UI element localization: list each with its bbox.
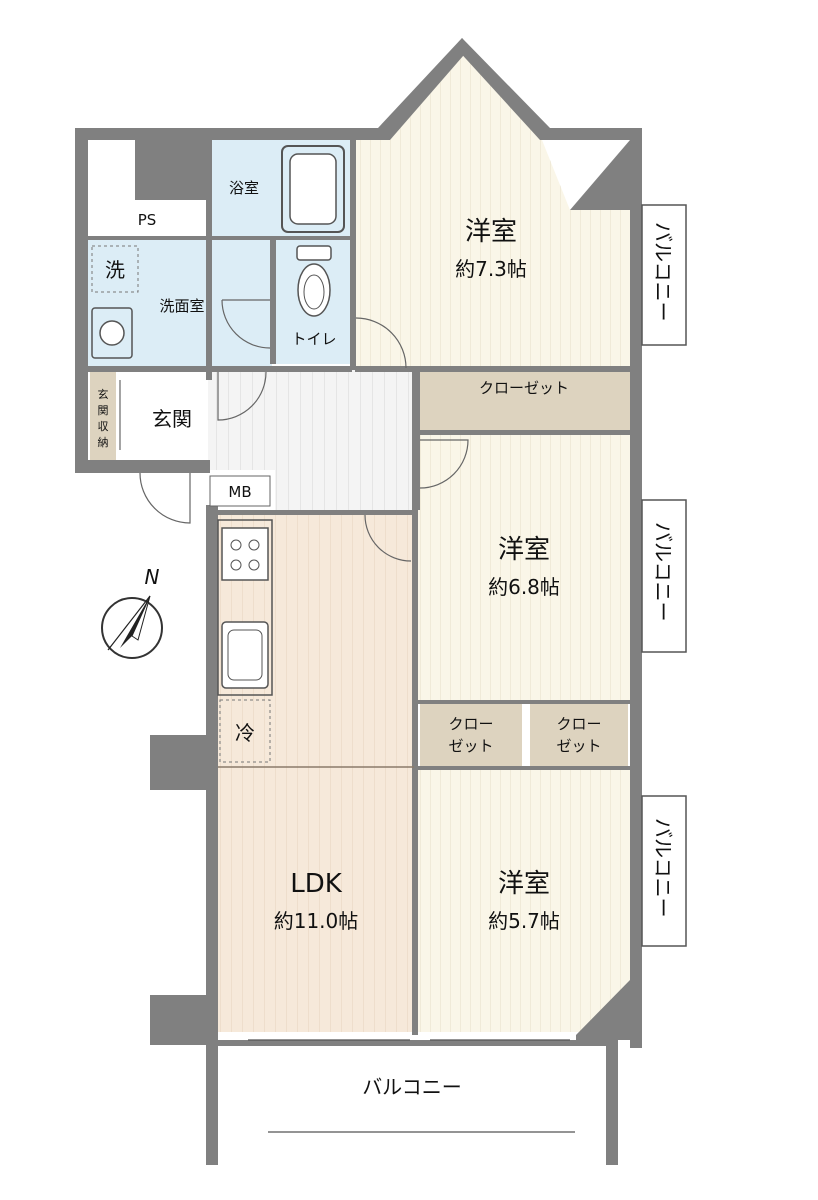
compass-north-label: N (145, 565, 160, 589)
ldk-name: LDK (290, 869, 343, 899)
fridge-space (219, 699, 271, 763)
entrance-floor (118, 372, 206, 460)
ps-label: PS (138, 211, 157, 229)
main-balcony-floor (218, 1045, 606, 1145)
toilet-label: トイレ (291, 330, 336, 348)
shoe-storage-char: 関 (98, 404, 109, 417)
shoe-storage-char: 収 (98, 420, 109, 433)
bathtub (281, 145, 345, 233)
bedroom-2-area: 約6.8帖 (488, 575, 560, 599)
side-balcony-2-label: バルコニー (651, 522, 675, 622)
kitchen-sink (221, 621, 269, 689)
bedroom-2-name: 洋室 (498, 535, 550, 565)
washer-space (91, 245, 139, 293)
washer-label: 洗 (105, 258, 125, 282)
kitchen-counter (217, 519, 273, 696)
ldk-floor (218, 515, 416, 1032)
shoe-storage-char: 玄 (98, 387, 109, 401)
mb-box (209, 475, 271, 507)
toilet-fixture (296, 245, 332, 317)
shoe-storage-floor (90, 372, 116, 460)
closet-1-label: クローゼット (479, 379, 569, 397)
side-balcony-3-label: バルコニー (651, 818, 675, 918)
main-balcony-label: バルコニー (362, 1075, 462, 1099)
mb-label: MB (228, 483, 251, 501)
shoe-storage-char: 納 (98, 436, 109, 449)
side-balconies (641, 204, 687, 947)
closet-2-label-line1: クロー (448, 715, 493, 733)
fridge-label: 冷 (235, 721, 255, 745)
bedroom-3-name: 洋室 (498, 869, 550, 899)
door-swings (119, 299, 469, 562)
bedroom-3-area: 約5.7帖 (488, 909, 560, 933)
washbasin (91, 307, 133, 359)
bedroom-1-name: 洋室 (465, 217, 517, 247)
bedroom-3-floor (418, 770, 630, 1032)
bedroom-1-floor (355, 48, 630, 370)
closet-2-label-line2: ゼット (448, 737, 493, 755)
balcony-rail (248, 1039, 575, 1133)
bath-label: 浴室 (229, 179, 259, 197)
entrance-label: 玄関 (152, 407, 192, 431)
ldk-area: 約11.0帖 (274, 909, 359, 933)
closet-3-label-line1: クロー (556, 715, 601, 733)
closet-2-floor (420, 704, 522, 766)
closet-3-label-line2: ゼット (556, 737, 601, 755)
hallway-floor (208, 370, 415, 515)
bedroom-1-area: 約7.3帖 (455, 257, 527, 281)
compass-icon (101, 595, 163, 659)
walls (75, 38, 642, 1165)
shoe-storage-label: 玄 関 収 納 (98, 387, 109, 449)
bedroom-2-floor (418, 435, 630, 700)
closet-1-floor (418, 372, 630, 430)
stove (221, 527, 269, 581)
side-balcony-1-label: バルコニー (651, 222, 675, 322)
closet-3-floor (530, 704, 628, 766)
washroom-label: 洗面室 (159, 297, 204, 315)
